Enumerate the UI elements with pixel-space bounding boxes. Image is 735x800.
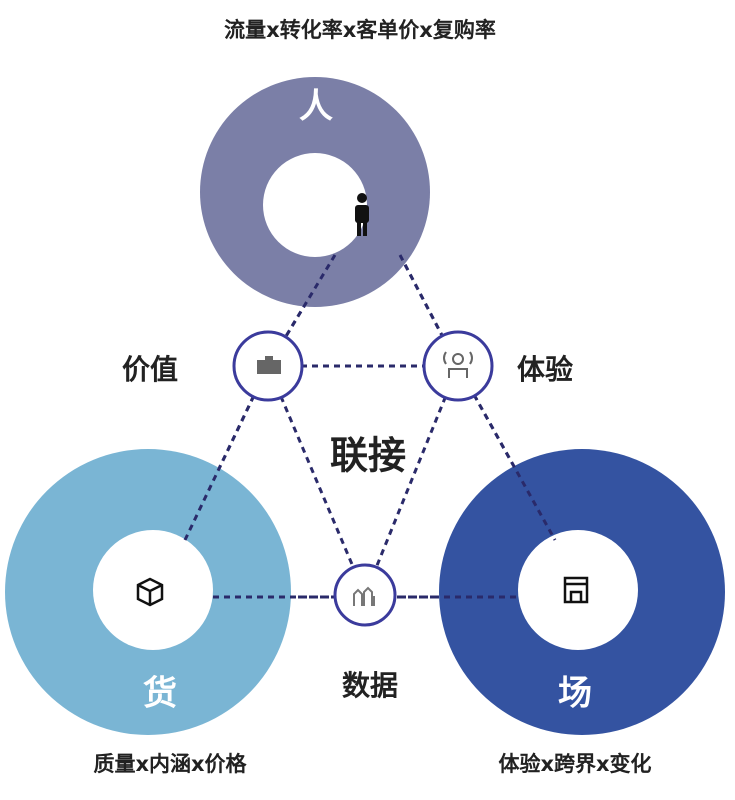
data-label: 数据: [341, 669, 399, 702]
person-icon: [355, 193, 369, 236]
top-label: 人: [299, 86, 333, 127]
center-label: 联接: [329, 433, 407, 478]
ring-left: [5, 449, 291, 735]
experience-label: 体验: [516, 353, 574, 386]
store-icon: [563, 576, 589, 604]
right-label: 场: [558, 673, 592, 714]
data-chart-icon: [353, 586, 375, 606]
people-icon: [443, 351, 473, 378]
left-formula: 质量x内涵x价格: [93, 752, 247, 776]
experience-node: [422, 330, 494, 402]
value-label: 价值: [121, 353, 179, 386]
box-icon: [136, 577, 164, 607]
left-label: 货: [143, 673, 177, 714]
value-node: [232, 330, 304, 402]
right-formula: 体验x跨界x变化: [498, 752, 652, 776]
data-node: [333, 563, 397, 627]
ring-top: [200, 77, 430, 307]
top-formula: 流量x转化率x客单价x复购率: [224, 18, 496, 42]
team-icon: [257, 356, 281, 374]
